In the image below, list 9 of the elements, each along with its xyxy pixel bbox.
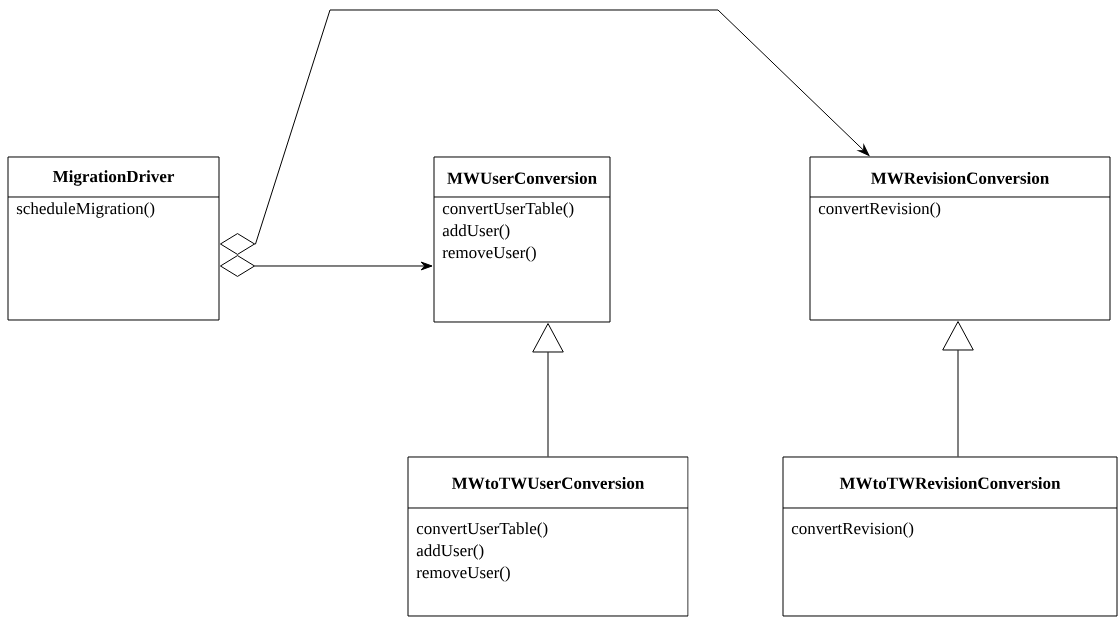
inheritance-arrow	[942, 321, 974, 457]
class-box: MWtoTWUserConversion convertUserTable() addUser() removeUser()	[407, 456, 689, 617]
class-box: MWtoTWRevisionConversion convertRevision()	[782, 456, 1118, 617]
inheritance-arrow	[532, 323, 564, 457]
aggregation-arrow	[219, 9, 870, 255]
class-box: MWRevisionConversion convertRevision()	[809, 156, 1111, 321]
aggregation-arrow	[219, 255, 433, 277]
class-box: MigrationDriver scheduleMigration()	[7, 156, 220, 321]
class-box: MWUserConversion convertUserTable() addUser() removeUser()	[433, 156, 611, 323]
